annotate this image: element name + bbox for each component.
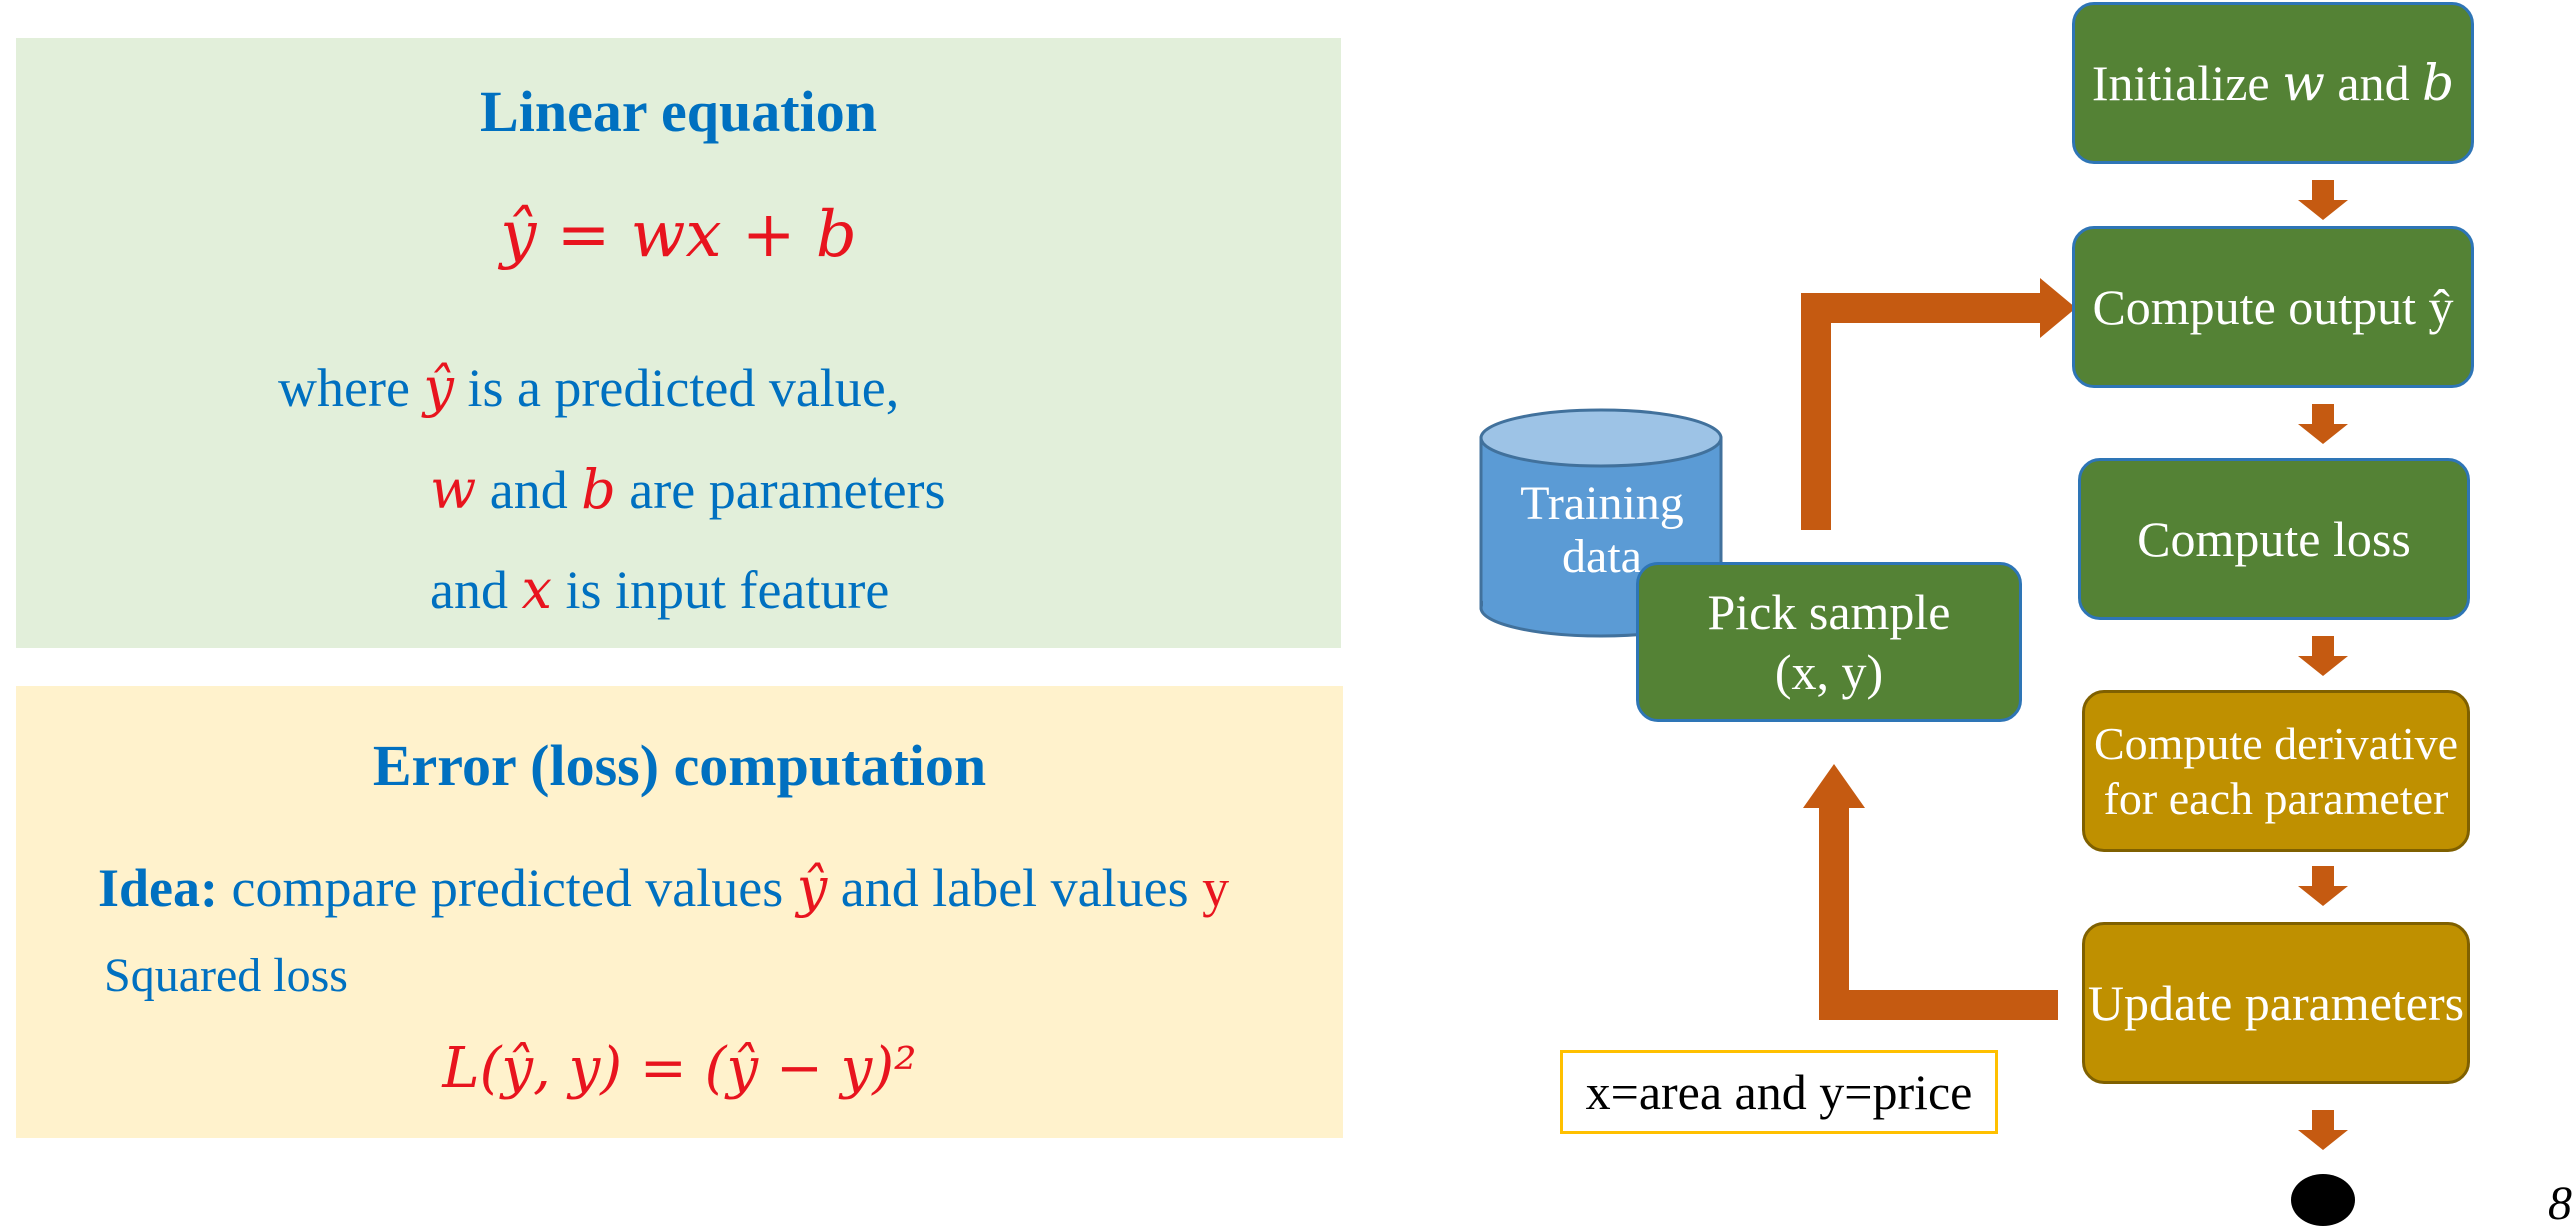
definition-line-1-suffix: is a predicted value, bbox=[453, 358, 900, 418]
step-compute-loss: Compute loss bbox=[2078, 458, 2470, 620]
arrow-head-to-pick-sample bbox=[1803, 764, 1865, 808]
definition-line-3-suffix: is input feature bbox=[551, 560, 890, 620]
step-initialize-w: w bbox=[2282, 54, 2325, 112]
definition-line-3-prefix: and bbox=[430, 560, 522, 620]
step-update-parameters: Update parameters bbox=[2082, 922, 2470, 1084]
definition-line-3: and x is input feature bbox=[430, 558, 889, 621]
loss-computation-title: Error (loss) computation bbox=[372, 733, 987, 798]
x-symbol: x bbox=[521, 558, 552, 621]
end-node bbox=[2291, 1174, 2355, 1226]
step-arrows bbox=[2298, 180, 2348, 1150]
b-symbol: b bbox=[581, 458, 616, 521]
down-arrow-2 bbox=[2298, 404, 2348, 444]
idea-line: Idea: compare predicted values ŷ and lab… bbox=[98, 856, 1229, 919]
step-compute-output: Compute output ŷ bbox=[2072, 226, 2474, 388]
squared-loss-formula: L(ŷ, y) = (ŷ − y)² bbox=[442, 1036, 917, 1101]
definition-line-1-prefix: where bbox=[278, 358, 424, 418]
step-initialize-prefix: Initialize bbox=[2091, 55, 2283, 111]
definition-line-2-and: and bbox=[476, 460, 582, 520]
page-number: 8 bbox=[2548, 1177, 2572, 1230]
definition-line-1: where ŷ is a predicted value, bbox=[278, 356, 899, 419]
idea-middle-text: and label values bbox=[827, 858, 1203, 918]
squared-loss-label: Squared loss bbox=[104, 949, 348, 1002]
yhat-symbol: ŷ bbox=[423, 356, 454, 419]
pick-sample-line-1: Pick sample bbox=[1707, 584, 1951, 640]
arrow-head-to-compute-output bbox=[2040, 278, 2076, 338]
step-compute-derivative: Compute derivative for each parameter bbox=[2082, 690, 2470, 852]
step-initialize-and: and bbox=[2324, 55, 2423, 111]
pick-sample-line-2: (x, y) bbox=[1774, 644, 1884, 700]
down-arrow-4 bbox=[2298, 866, 2348, 906]
loss-computation-panel: Error (loss) computation Idea: compare p… bbox=[16, 686, 1343, 1138]
w-symbol: w bbox=[430, 458, 477, 521]
definition-line-2-suffix: are parameters bbox=[615, 460, 946, 520]
step-compute-derivative-line-2: for each parameter bbox=[2103, 773, 2449, 824]
arrow-to-compute-output bbox=[1801, 293, 2046, 530]
down-arrow-1 bbox=[2298, 180, 2348, 220]
step-initialize-b: b bbox=[2422, 54, 2455, 112]
variable-legend: x=area and y=price bbox=[1560, 1050, 1998, 1134]
training-data-label: Training data bbox=[1520, 477, 1684, 583]
idea-label: Idea: bbox=[98, 858, 218, 918]
linear-equation-title: Linear equation bbox=[480, 79, 877, 144]
pick-sample-box: Pick sample (x, y) bbox=[1636, 562, 2022, 722]
linear-equation-panel: Linear equation ŷ = wx + b where ŷ is a … bbox=[16, 38, 1341, 648]
step-compute-derivative-line-1: Compute derivative bbox=[2093, 717, 2459, 769]
idea-y-symbol: y bbox=[1202, 858, 1230, 918]
idea-yhat-symbol: ŷ bbox=[796, 856, 828, 919]
arrow-back-to-pick-sample bbox=[1819, 806, 2058, 1020]
idea-text: compare predicted values bbox=[218, 858, 797, 918]
down-arrow-3 bbox=[2298, 636, 2348, 676]
step-initialize: Initialize w and b bbox=[2072, 2, 2474, 164]
linear-equation-formula: ŷ = wx + b bbox=[500, 198, 857, 272]
definition-line-2: w and b are parameters bbox=[430, 458, 946, 521]
down-arrow-5 bbox=[2298, 1110, 2348, 1150]
